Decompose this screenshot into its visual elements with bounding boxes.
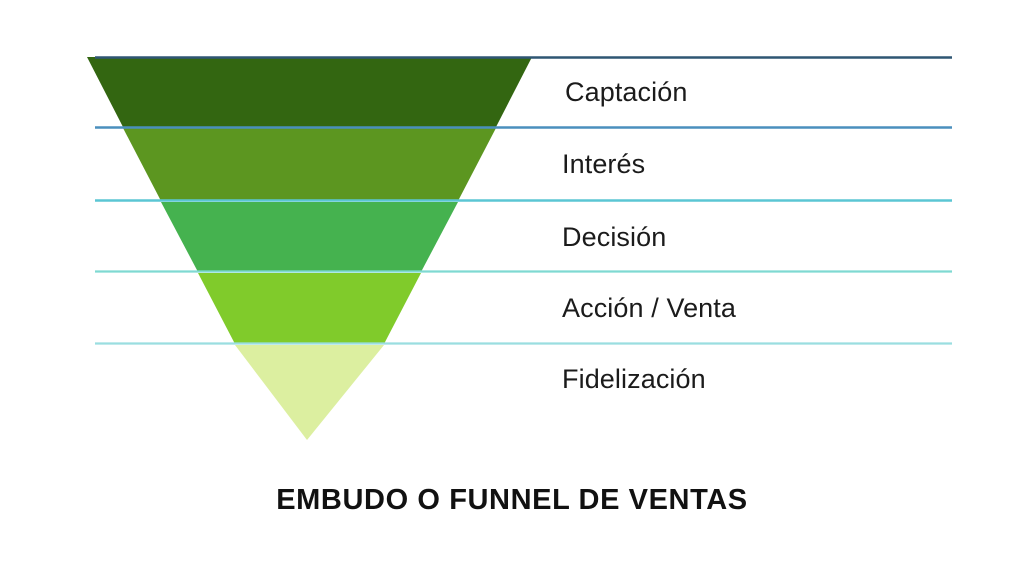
stage-divider-lines: [95, 56, 952, 345]
funnel-band-captacion: [87, 57, 532, 127]
funnel-band-accion-venta: [198, 273, 421, 344]
funnel-band-fidelizacion: [235, 345, 384, 440]
funnel-band-decision: [161, 202, 458, 272]
page-title: EMBUDO O FUNNEL DE VENTAS: [276, 484, 748, 516]
stage-label-decision: Decisión: [562, 222, 667, 252]
stage-label-captacion: Captación: [565, 77, 688, 107]
stage-label-interes: Interés: [562, 149, 646, 179]
stage-label-accion-venta: Acción / Venta: [562, 293, 737, 323]
funnel-band-interes: [123, 128, 496, 201]
funnel-bands: [87, 57, 532, 440]
stage-label-fidelizacion: Fidelización: [562, 364, 706, 394]
